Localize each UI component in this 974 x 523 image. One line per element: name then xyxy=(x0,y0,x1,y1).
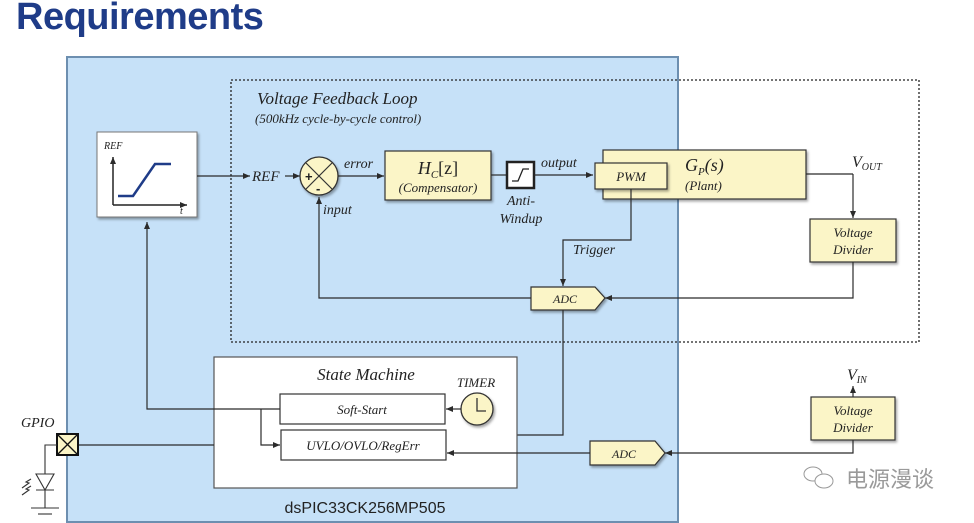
summing-junction: + - xyxy=(299,156,339,196)
watermark-text: 电源漫谈 xyxy=(846,467,934,492)
svg-text:HC[z]: HC[z] xyxy=(417,158,458,181)
anti-windup-block xyxy=(505,160,536,190)
svg-text:Voltage: Voltage xyxy=(834,225,873,240)
feedback-adc-block: ADC xyxy=(530,286,606,311)
svg-text:REF: REF xyxy=(103,141,123,152)
output-voltage-divider: Voltage Divider xyxy=(809,218,897,263)
pwm-block: PWM xyxy=(594,162,668,190)
svg-text:Soft-Start: Soft-Start xyxy=(337,402,387,417)
input-adc-block: ADC xyxy=(589,440,666,466)
input-voltage-divider: Voltage Divider xyxy=(810,396,896,441)
svg-text:GP(s): GP(s) xyxy=(685,155,724,178)
vin-label: VIN xyxy=(847,367,868,386)
gpio-label: GPIO xyxy=(21,416,54,431)
svg-text:Divider: Divider xyxy=(832,242,874,257)
timer-label: TIMER xyxy=(457,375,495,390)
compensator-block: HC[z] (Compensator) xyxy=(384,150,492,201)
state-machine-block: State Machine xyxy=(213,356,518,489)
ref-ramp-block: REF t xyxy=(96,131,198,218)
svg-text:ADC: ADC xyxy=(611,447,637,461)
feedback-loop-region xyxy=(230,79,920,343)
soft-start-block: Soft-Start xyxy=(279,393,446,425)
led-icon xyxy=(21,444,59,515)
svg-text:t: t xyxy=(180,206,183,217)
svg-text:PWM: PWM xyxy=(615,169,647,184)
error-signal-label: error xyxy=(344,157,374,172)
page-title: Requirements xyxy=(16,0,264,38)
protection-block: UVLO/OVLO/RegErr xyxy=(280,429,447,461)
svg-text:State Machine: State Machine xyxy=(317,365,415,384)
timer-clock-icon xyxy=(460,392,494,426)
svg-text:(Plant): (Plant) xyxy=(685,178,722,193)
watermark-wechat-icon xyxy=(803,466,834,489)
svg-text:Divider: Divider xyxy=(832,420,874,435)
loop-title: Voltage Feedback Loop xyxy=(257,89,418,108)
chip-name: dsPIC33CK256MP505 xyxy=(285,500,446,517)
svg-text:UVLO/OVLO/RegErr: UVLO/OVLO/RegErr xyxy=(306,438,420,453)
input-signal-label: input xyxy=(323,203,353,218)
svg-text:Voltage: Voltage xyxy=(834,403,873,418)
svg-text:(Compensator): (Compensator) xyxy=(399,180,478,195)
gpio-pin-icon xyxy=(56,433,79,456)
svg-text:ADC: ADC xyxy=(552,292,578,306)
vout-label: VOUT xyxy=(852,154,883,173)
trigger-label: Trigger xyxy=(573,243,616,258)
svg-text:+: + xyxy=(305,169,313,184)
anti-windup-label-2: Windup xyxy=(500,212,543,227)
output-signal-label: output xyxy=(541,156,578,171)
ref-signal-label: REF xyxy=(251,169,280,185)
loop-subtitle: (500kHz cycle-by-cycle control) xyxy=(255,111,421,126)
anti-windup-label-1: Anti- xyxy=(506,194,535,209)
svg-text:-: - xyxy=(316,181,320,196)
